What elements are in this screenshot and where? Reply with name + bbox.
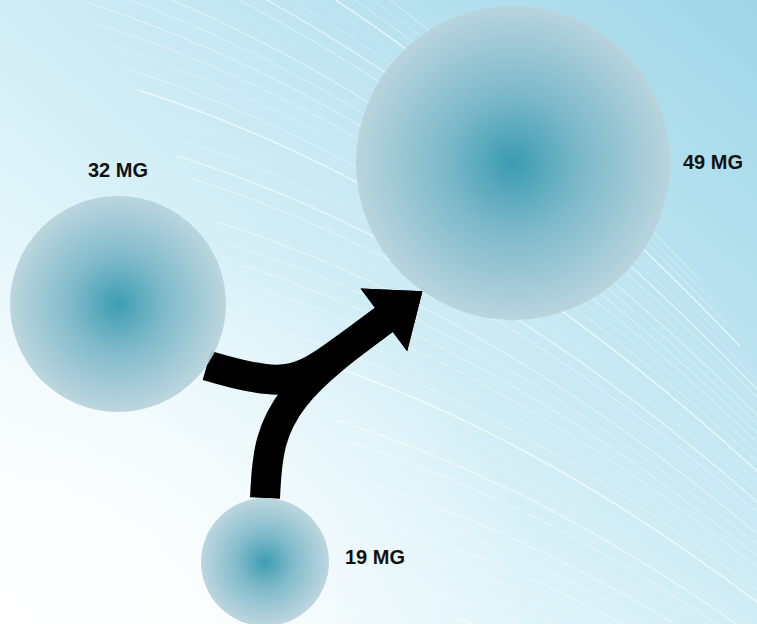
mass-label: 49 MG — [683, 151, 743, 173]
circle-outline — [10, 196, 226, 412]
light-streak — [402, 530, 757, 624]
light-streak — [336, 420, 757, 624]
mass-circle: 32 MG — [10, 196, 226, 412]
circle-outline — [201, 498, 329, 624]
arrow-head — [361, 289, 423, 352]
mass-disc — [356, 6, 670, 320]
light-streak — [362, 464, 757, 624]
mass-label-group: 32 MG — [88, 159, 148, 181]
light-streak — [323, 398, 757, 624]
light-streak — [455, 618, 757, 624]
mass-label-group: 19 MG — [345, 546, 405, 568]
arrow-shaft — [265, 317, 387, 498]
mass-label: 32 MG — [88, 159, 148, 181]
mass-circle: 49 MG — [356, 6, 670, 320]
light-streak — [296, 354, 757, 624]
light-streak — [428, 574, 757, 624]
mass-circle: 19 MG — [201, 498, 329, 624]
light-streak — [442, 596, 757, 624]
circle-outline — [356, 6, 670, 320]
light-streak — [376, 486, 757, 624]
light-streak — [389, 508, 757, 624]
light-streak — [283, 332, 757, 624]
mass-label-group: 49 MG — [683, 151, 743, 173]
mass-label: 19 MG — [345, 546, 405, 568]
light-streak — [415, 552, 757, 624]
light-streak — [310, 376, 757, 624]
merge-arrow — [265, 289, 422, 498]
mass-disc — [201, 498, 329, 624]
mass-disc — [10, 196, 226, 412]
